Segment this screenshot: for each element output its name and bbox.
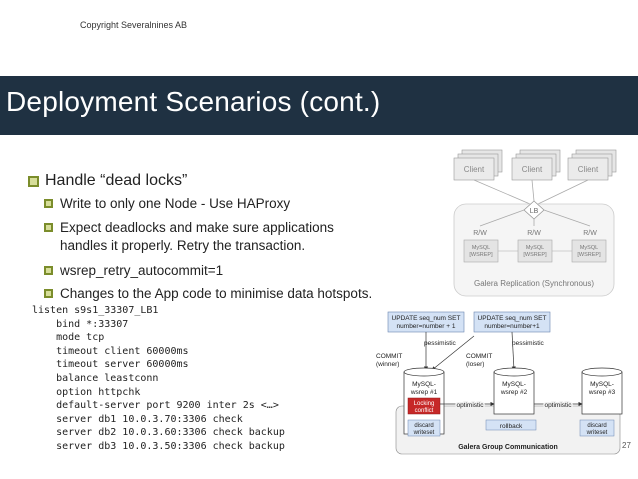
client-label: Client [578,165,599,174]
discard-label: writeset [413,430,435,436]
code-line: timeout client 60000ms [32,345,189,357]
update-label: number=number + 1 [397,323,456,330]
sub-bullet: Changes to the App code to minimise data… [44,285,372,303]
sub-bullet-text: Changes to the App code to minimise data… [60,286,373,301]
optimistic-label: optimistic [456,402,484,409]
locking-conflict-box [407,397,441,415]
page-number: 27 [622,441,631,450]
update-label: UPDATE seq_num SET [392,315,461,322]
sub-bullet: Expect deadlocks and make sure applicati… [44,219,334,255]
haproxy-config-code: listen s9s1_33307_LB1 bind *:33307 mode … [32,304,285,454]
lb-label: LB [530,208,539,215]
node-label: MySQL- [590,381,614,388]
pessimistic-label: pessimistic [512,340,545,347]
code-line: server db1 10.0.3.70:3306 check [32,413,243,425]
pessimistic-label: pessimistic [424,340,457,347]
rw-label: R/W [527,230,541,237]
node-label: MySQL- [412,381,436,388]
code-line: server db3 10.0.3.50:3306 check backup [32,440,285,452]
rollback-label: rollback [500,423,523,430]
update-label: number=number+1 [484,323,540,330]
rw-label: R/W [473,230,487,237]
code-line: listen s9s1_33307_LB1 [32,305,159,316]
client-group-1: Client [453,149,503,181]
client-group-2: Client [511,149,561,181]
code-line: balance leastconn [32,372,159,384]
sub-bullet-text: handles it properly. Retry the transacti… [60,238,306,253]
node-label: wsrep #2 [500,389,528,396]
rw-label: R/W [583,230,597,237]
discard-label: writeset [586,430,608,436]
mysql-wsrep-node-2: MySQL- wsrep #2 [493,367,535,415]
sub-bullet: Write to only one Node - Use HAProxy [44,195,290,213]
optimistic-label: optimistic [544,402,572,409]
deadlock-diagram: UPDATE seq_num SET number=number + 1 UPD… [376,311,623,455]
discard-label: discard [414,423,433,429]
mysql-node-2: MySQL [WSREP] [517,239,553,263]
node-label: MySQL [472,245,490,251]
main-bullet-text: Handle “dead locks” [45,172,188,189]
mysql-node-1: MySQL [WSREP] [463,239,499,263]
node-label: MySQL [580,245,598,251]
commit-label: (loser) [466,361,484,368]
node-label: [WSREP] [523,252,547,258]
node-label: wsrep #3 [588,389,616,396]
commit-label: COMMIT [466,353,492,360]
rollback-box [485,419,537,431]
bullet-square-icon [28,175,39,187]
client-group-3: Client [567,149,617,181]
node-label: wsrep #1 [410,389,438,396]
commit-label: (winner) [376,361,399,368]
copyright-text: Copyright Severalnines AB [80,20,188,30]
slide-title: Deployment Scenarios (cont.) [6,86,381,117]
update-label: UPDATE seq_num SET [478,315,547,322]
group-comm-label: Galera Group Communication [458,444,558,451]
code-line: option httpchk [32,386,141,398]
replication-caption: Galera Replication (Synchronous) [474,279,594,288]
node-label: [WSREP] [469,252,493,258]
mysql-node-3: MySQL [WSREP] [571,239,607,263]
node-label: MySQL [526,245,544,251]
locking-label: conflict [415,408,434,414]
bullet-square-icon [44,289,53,298]
locking-label: Locking [414,401,435,407]
discard-writeset-box [579,419,615,437]
galera-replication-diagram: Client Client Client LB R/W R/W R/W MySQ… [453,149,617,297]
client-label: Client [464,165,485,174]
code-line: default-server port 9200 inter 2s <…> [32,400,279,412]
code-line: mode tcp [32,332,105,344]
sub-bullet-text: Write to only one Node - Use HAProxy [60,196,291,211]
mysql-wsrep-node-3: MySQL- wsrep #3 [581,367,623,415]
bullet-square-icon [44,266,53,275]
discard-writeset-box [407,419,441,437]
title-band [0,76,638,135]
client-label: Client [522,165,543,174]
bullet-square-icon [44,199,53,208]
node-label: [WSREP] [577,252,601,258]
main-bullet: Handle “dead locks” [28,172,187,190]
sub-bullet-text: Expect deadlocks and make sure applicati… [60,220,334,235]
discard-label: discard [587,423,606,429]
bullet-square-icon [44,223,53,232]
code-line: timeout server 60000ms [32,359,189,371]
commit-label: COMMIT [376,353,402,360]
sub-bullet-text: wsrep_retry_autocommit=1 [60,263,224,278]
node-label: MySQL- [502,381,526,388]
code-line: bind *:33307 [32,318,129,330]
code-line: server db2 10.0.3.60:3306 check backup [32,427,285,439]
sub-bullet: wsrep_retry_autocommit=1 [44,262,223,280]
